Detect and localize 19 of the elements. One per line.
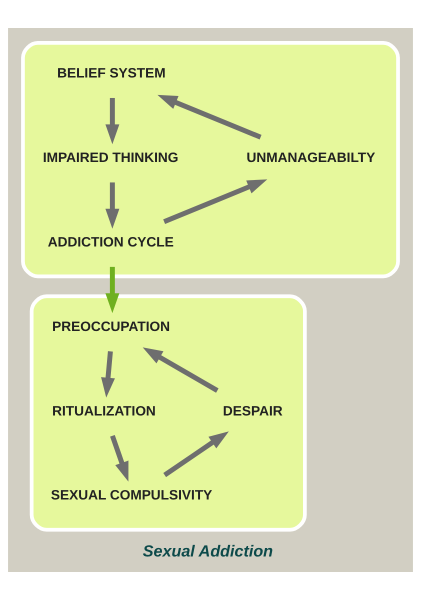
arrow <box>101 351 115 398</box>
arrow <box>157 94 262 140</box>
node-text: IMPAIRED THINKING <box>42 150 178 165</box>
node-text: ADDICTION CYCLE <box>48 234 174 250</box>
node-text: BELIEF SYSTEM <box>57 65 166 80</box>
arrow <box>163 431 229 478</box>
arrow <box>105 98 120 144</box>
arrow <box>142 347 219 393</box>
node-text: PREOCCUPATION <box>52 318 170 334</box>
node-text: UNMANAGEABILTY <box>246 150 376 165</box>
arrow <box>163 179 268 224</box>
cluster <box>21 41 400 278</box>
caption: Sexual Addiction <box>142 542 274 560</box>
arrow <box>105 266 120 314</box>
arrow <box>110 434 128 482</box>
node-text: DESPAIR <box>222 403 283 418</box>
arrow <box>105 182 120 229</box>
node-text: SEXUAL COMPULSIVITY <box>50 488 212 503</box>
node-text: RITUALIZATION <box>52 403 156 418</box>
